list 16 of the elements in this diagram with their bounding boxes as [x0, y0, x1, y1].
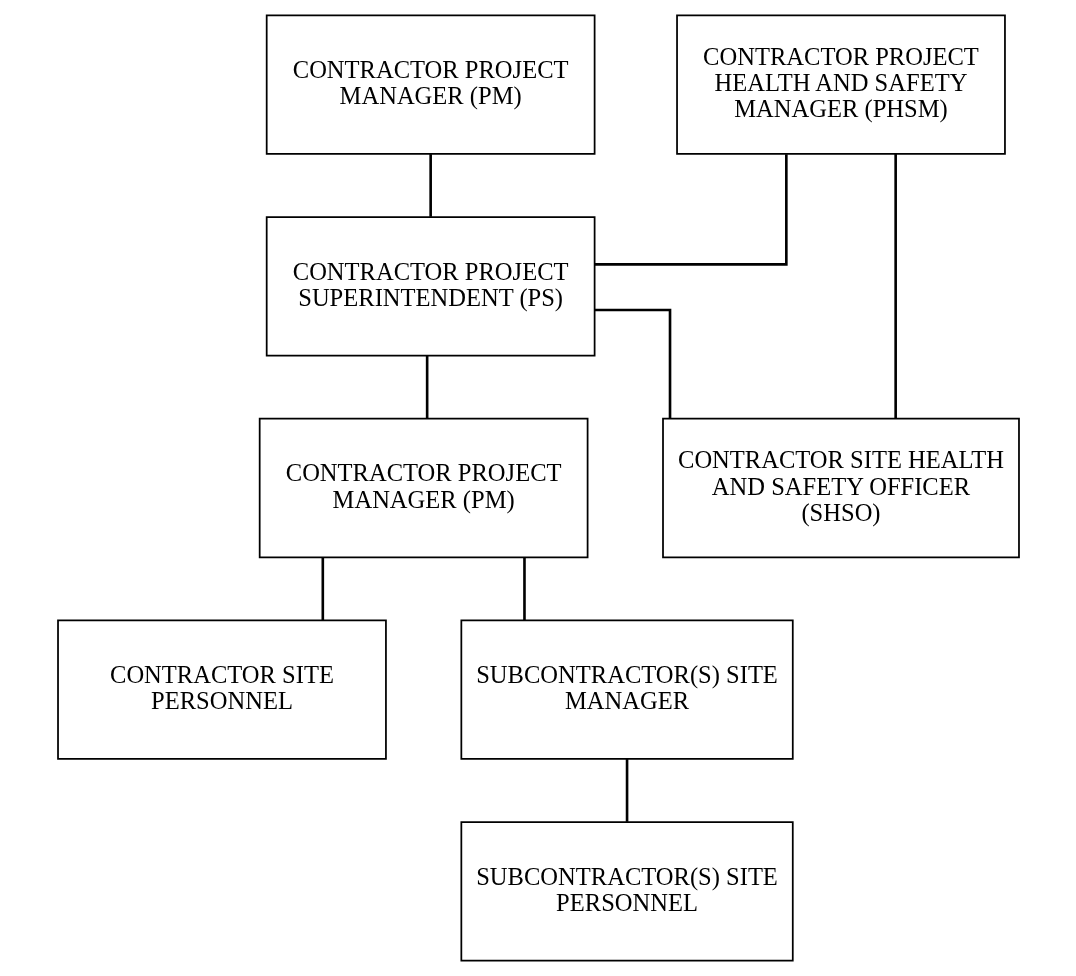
connector	[321, 557, 324, 621]
node-box: SUBCONTRACTOR(S) SITE PERSONNEL	[459, 821, 794, 962]
connector	[428, 154, 432, 217]
connector	[594, 154, 788, 266]
node-box: CONTRACTOR SITE HEALTH AND SAFETY OFFICER (SHSO)	[661, 417, 1020, 559]
node-box: CONTRACTOR PROJECT SUPERINTENDENT (PS)	[265, 216, 595, 357]
node-box: CONTRACTOR PROJECT MANAGER (PM)	[258, 417, 588, 559]
connector	[594, 308, 671, 419]
connector	[893, 154, 897, 419]
connector	[425, 355, 428, 419]
node-box: CONTRACTOR PROJECT HEALTH AND SAFETY MANAGER (PHSM)	[675, 14, 1006, 155]
connector	[522, 557, 526, 621]
node-box: SUBCONTRACTOR(S) SITE MANAGER	[459, 619, 794, 760]
node-box: CONTRACTOR SITE PERSONNEL	[56, 619, 387, 760]
node-box: CONTRACTOR PROJECT MANAGER (PM)	[265, 14, 595, 155]
connector	[625, 759, 628, 822]
